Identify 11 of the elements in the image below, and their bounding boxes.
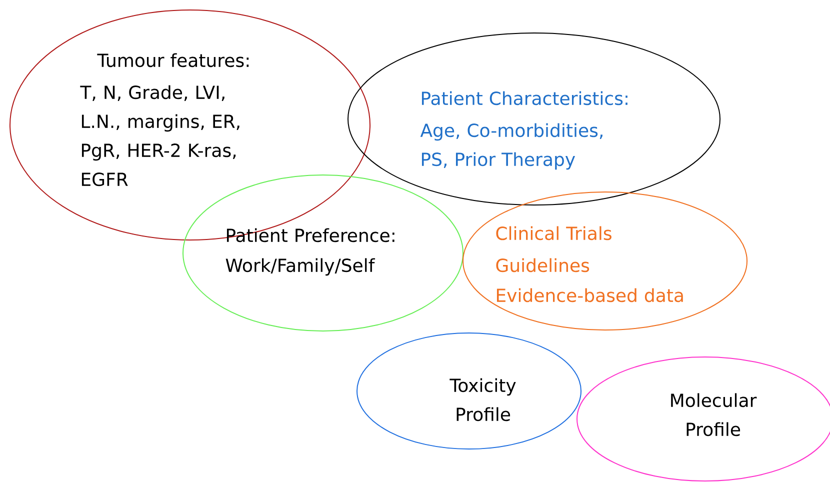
label-text: Molecular Profile [671, 393, 757, 436]
label-text: Guidelines [496, 258, 590, 272]
label-text: Clinical Trials [496, 226, 612, 240]
label-text: Age, Co-morbidities, PS, Prior Therapy [420, 123, 602, 170]
label-text: Tumour features: [97, 53, 249, 68]
label-text: T, N, Grade, LVI, L.N., margins, ER, PgR, HER-2 K-ras, EGFR [80, 85, 240, 186]
label-text: Work/Family/Self [226, 258, 376, 276]
label-text: Patient Characteristics: [422, 91, 628, 106]
label-text: Toxicity Profile [450, 378, 516, 422]
label-text: Evidence-based data [496, 288, 683, 302]
label-text: Patient Preference: [226, 228, 394, 242]
